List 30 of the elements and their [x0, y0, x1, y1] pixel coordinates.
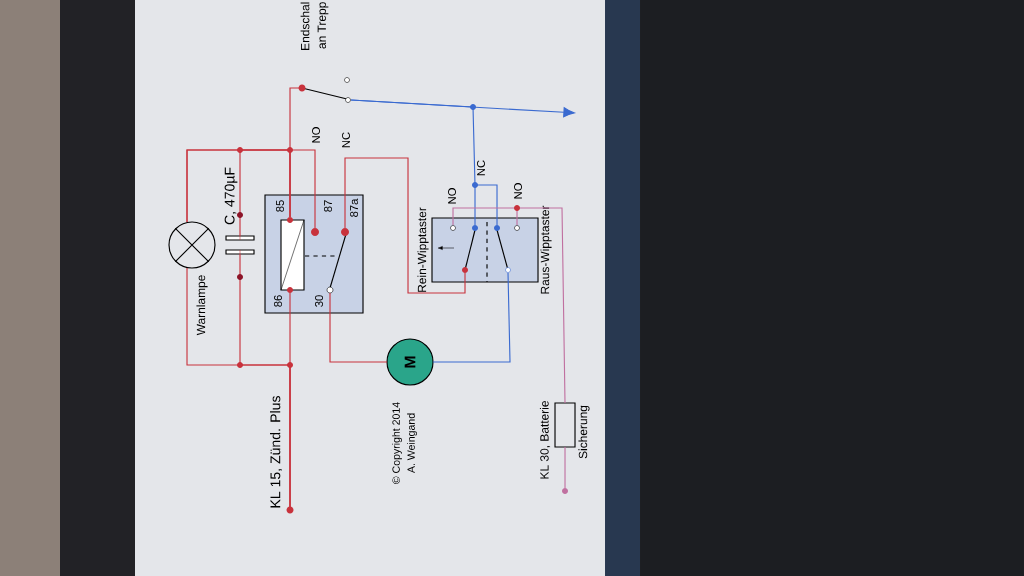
contact-label: NO	[448, 188, 456, 204]
wire	[350, 99, 575, 118]
wire	[452, 207, 566, 404]
wire	[432, 272, 511, 363]
copyright-note: A. Weingand	[407, 413, 417, 474]
pin-label: 86	[274, 295, 282, 307]
pin-label: 87a	[350, 198, 358, 217]
pin-label: 85	[276, 200, 284, 212]
terminal-label: KL 15, Zünd. Plus	[270, 396, 282, 508]
capacitor-label: C, 470µF	[224, 167, 238, 225]
pin-label: 87	[324, 200, 332, 212]
fuse-label: Sicherung	[578, 405, 590, 459]
switch-label: Rein-Wipptaster	[417, 207, 429, 292]
wire	[344, 157, 466, 294]
wire	[239, 253, 291, 508]
wire	[329, 292, 388, 363]
wire	[289, 87, 301, 218]
switch-label: Endschal	[300, 2, 310, 50]
switch-label: an Trepp	[317, 2, 329, 49]
pin-label: 30	[315, 295, 323, 307]
contact-label: NC	[342, 132, 350, 148]
wire	[564, 446, 566, 489]
contact-label: NO	[514, 183, 522, 199]
contact-label: NC	[477, 160, 485, 176]
lamp-label: Warnlampe	[196, 275, 208, 336]
contact-label: NO	[312, 127, 320, 143]
switch-label: Raus-Wipptaster	[540, 205, 552, 294]
terminal-label: KL 30, Batterie	[539, 401, 551, 479]
wire	[186, 149, 316, 229]
copyright-note: © Copyright 2014	[392, 402, 402, 484]
